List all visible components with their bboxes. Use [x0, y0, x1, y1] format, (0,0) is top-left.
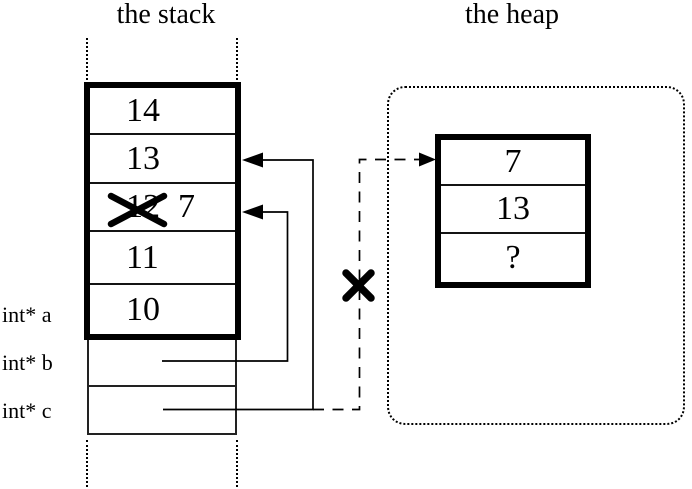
pointer-label-b: int* b — [2, 350, 53, 375]
stack-cell-13: 13 — [90, 135, 235, 184]
heap-cell-value: 7 — [504, 143, 522, 180]
stack-cell-10: 10 — [90, 285, 235, 334]
stack-boundary-dotted-line-bottom-right — [236, 440, 238, 487]
stack-cell-value: 13 — [126, 139, 160, 177]
stack-cell-new-value: 7 — [178, 188, 195, 225]
stack-cell-12-overwritten-7: 12 7 — [90, 184, 235, 232]
stack-boundary-dotted-line-top-right — [236, 38, 238, 80]
stack-cell-value: 11 — [126, 238, 159, 276]
stack-title: the stack — [116, 0, 216, 30]
heap-title: the heap — [464, 0, 560, 30]
stack-boundary-dotted-line-bottom-left — [86, 440, 88, 487]
stack-cell-value: 14 — [126, 91, 160, 129]
stack-boundary-dotted-line-top-left — [86, 38, 88, 80]
heap-cell-7: 7 — [441, 140, 585, 186]
invalid-pointer-x-icon — [342, 269, 375, 302]
heap-cell-value: ? — [505, 239, 521, 276]
stack-pointer-slots — [87, 340, 237, 435]
heap-cell-13: 13 — [441, 186, 585, 234]
stack-cell-value: 10 — [126, 290, 160, 328]
pointer-label-a: int* a — [2, 302, 52, 327]
pointer-label-c: int* c — [2, 398, 52, 423]
heap-cell-unknown: ? — [441, 234, 585, 282]
stack-cell-11: 11 — [90, 232, 235, 285]
stack-cell-old-value: 12 — [126, 188, 160, 225]
stack-frame-box: 14 13 12 7 11 10 — [84, 82, 241, 340]
heap-object-box: 7 13 ? — [435, 134, 591, 288]
stack-slot-b — [89, 340, 235, 387]
stack-cell-14: 14 — [90, 88, 235, 135]
stack-slot-c — [89, 387, 235, 434]
heap-cell-value: 13 — [496, 190, 530, 227]
